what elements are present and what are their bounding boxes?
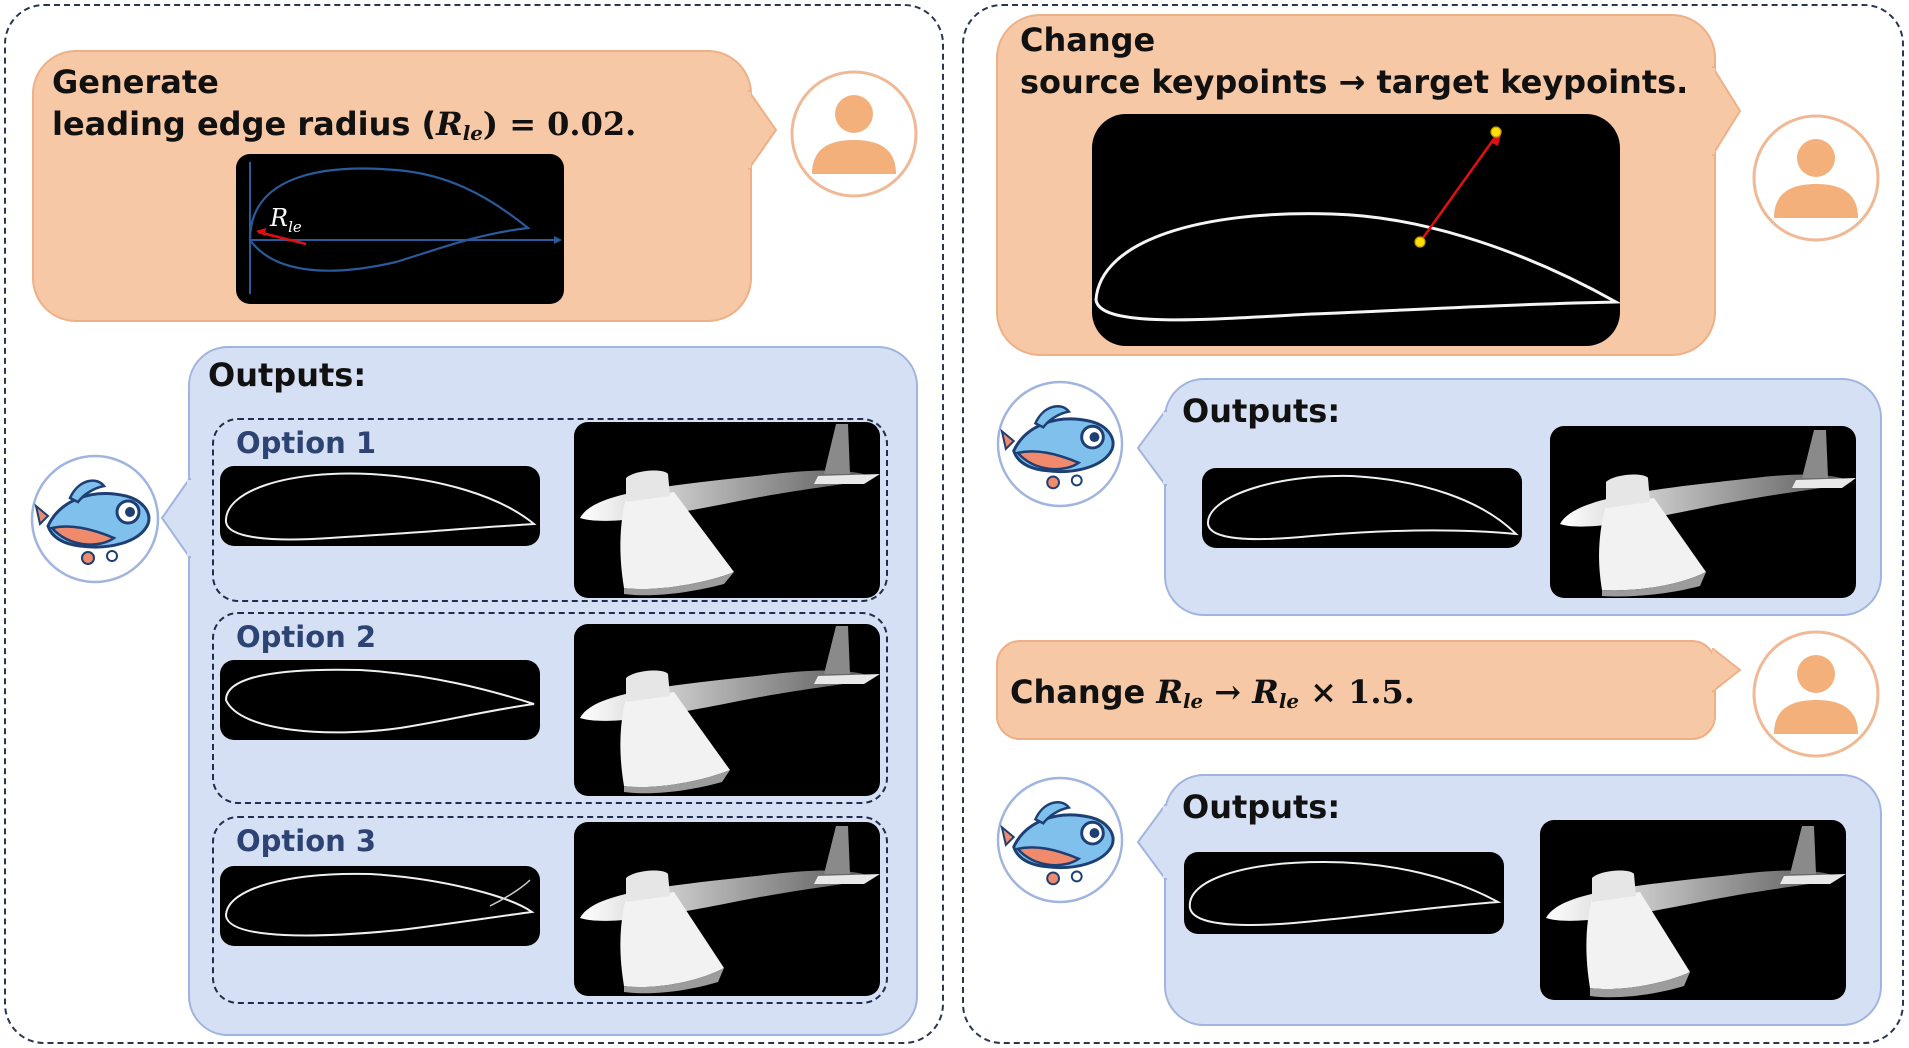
aircraft-render-3	[574, 822, 880, 996]
aircraft-render-1	[574, 422, 880, 598]
left-panel	[4, 4, 944, 1044]
prompt-line-1: Change	[1020, 21, 1156, 59]
bubble-tail	[160, 478, 192, 558]
airfoil-profile-rle-scaled	[1184, 852, 1504, 934]
fish-plane-mascot-icon	[996, 380, 1124, 508]
airfoil-profile-edited	[1202, 468, 1522, 548]
bubble-tail	[1712, 66, 1742, 156]
prompt-line-1: Generate	[52, 63, 219, 101]
airfoil-profile-3	[220, 866, 540, 946]
prompt-text: leading edge radius (	[52, 105, 437, 143]
outputs-title: Outputs:	[1182, 392, 1341, 430]
user-prompt-bubble	[996, 640, 1716, 740]
prompt-change-rle: Change Rle → Rle × 1.5.	[1010, 672, 1415, 721]
option-3-card	[212, 816, 888, 1004]
option-2-card	[212, 612, 888, 804]
outputs-title: Outputs:	[208, 356, 367, 394]
prompt-value: ) = 0.02.	[482, 105, 637, 143]
math-arrow: →	[1203, 673, 1253, 711]
math-r-le: Rle	[1156, 673, 1204, 713]
user-avatar-icon	[1752, 630, 1880, 758]
option-3-label: Option 3	[236, 824, 377, 858]
airfoil-profile-2	[220, 660, 540, 740]
leading-edge-radius-diagram: Rle	[236, 154, 564, 304]
prompt-line-2: leading edge radius (Rle) = 0.02.	[52, 104, 636, 153]
aircraft-render-edited	[1550, 426, 1856, 598]
option-1-label: Option 1	[236, 426, 377, 460]
aircraft-render-2	[574, 624, 880, 796]
user-avatar-icon	[1752, 114, 1880, 242]
aircraft-render-rle-scaled	[1540, 820, 1846, 1000]
keypoint-drag-diagram	[1092, 114, 1620, 346]
fish-plane-mascot-icon	[30, 454, 160, 584]
bubble-tail	[748, 90, 778, 170]
right-panel	[962, 4, 1904, 1044]
option-2-label: Option 2	[236, 620, 377, 654]
math-r-le: Rle	[1252, 673, 1299, 713]
option-1-card	[212, 418, 888, 602]
outputs-title: Outputs:	[1182, 788, 1341, 826]
airfoil-profile-1	[220, 466, 540, 546]
prompt-text: Change	[1010, 673, 1146, 711]
bubble-tail	[1136, 410, 1168, 486]
user-avatar-icon	[790, 70, 918, 198]
prompt-line-2: source keypoints → target keypoints.	[1020, 63, 1689, 101]
diagram-r-label: Rle	[269, 204, 302, 236]
bubble-tail	[1712, 648, 1742, 694]
bubble-tail	[1136, 804, 1168, 880]
fish-plane-mascot-icon	[996, 776, 1124, 904]
math-times: × 1.5.	[1298, 673, 1415, 711]
math-r-le: Rle	[436, 105, 483, 145]
